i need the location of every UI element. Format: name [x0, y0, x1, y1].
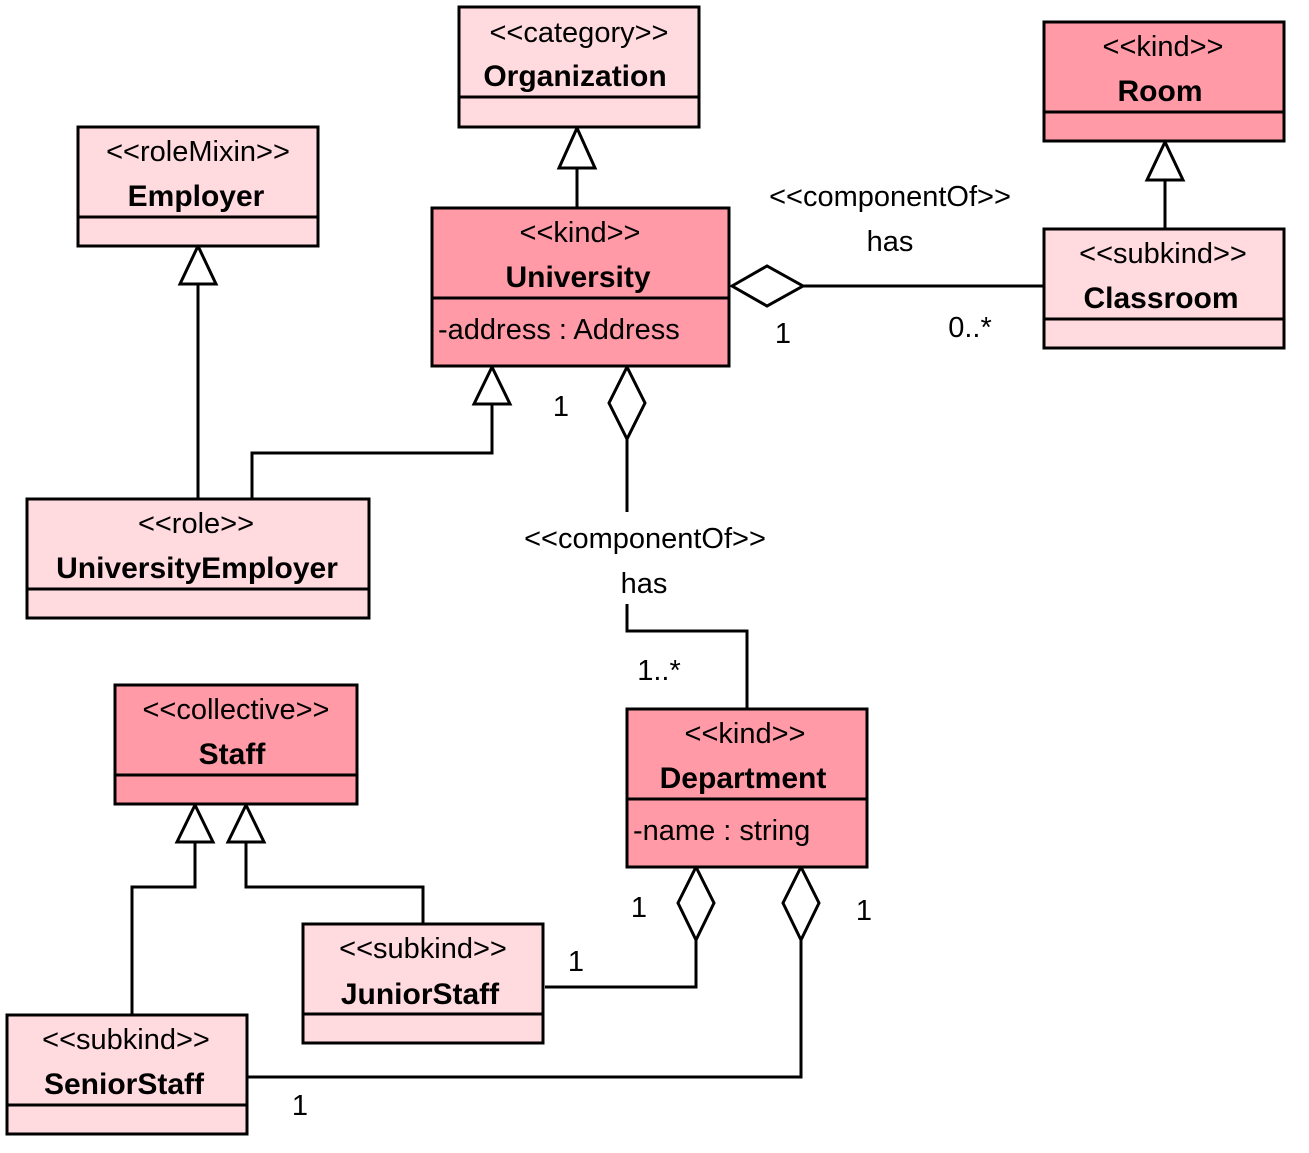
stereotype-label: <<kind>>	[1103, 31, 1224, 63]
generalization-arrowhead-university	[471, 363, 513, 406]
multiplicity-department-end: 1..*	[637, 655, 681, 687]
multiplicity-department-junior-end: 1	[631, 892, 647, 924]
class-name: JuniorStaff	[341, 978, 500, 1011]
multiplicity-university-dept-end: 1	[553, 391, 569, 423]
aggregation-diamond-department-junior	[676, 863, 716, 944]
class-university[interactable]: <<kind>> University -address : Address	[430, 206, 731, 368]
multiplicity-classroom-end: 0..*	[948, 312, 992, 344]
multiplicity-university-end: 1	[775, 318, 791, 350]
assoc-stereotype-university-classroom: <<componentOf>>	[769, 181, 1011, 213]
stereotype-label: <<subkind>>	[1079, 238, 1247, 270]
stereotype-label: <<category>>	[490, 17, 669, 49]
class-name: Room	[1118, 75, 1203, 108]
multiplicity-seniorstaff-end: 1	[292, 1090, 308, 1122]
generalization-arrowhead-room	[1144, 138, 1186, 182]
assoc-stereotype-university-department: <<componentOf>>	[524, 523, 766, 555]
stereotype-label: <<roleMixin>>	[106, 136, 290, 168]
stereotype-label: <<subkind>>	[42, 1024, 210, 1056]
generalization-arrowhead-staff-junior	[225, 801, 267, 844]
assoc-name-university-classroom: has	[867, 226, 914, 258]
generalization-seniorstaff-staff	[130, 842, 197, 1014]
assoc-name-university-department: has	[621, 568, 668, 600]
class-staff[interactable]: <<collective>> Staff	[113, 683, 359, 806]
stereotype-label: <<role>>	[138, 508, 254, 540]
attribute-address: -address : Address	[438, 314, 680, 346]
aggregation-department-juniorstaff	[545, 940, 698, 989]
class-universityemployer[interactable]: <<role>> UniversityEmployer	[25, 497, 371, 620]
class-classroom[interactable]: <<subkind>> Classroom	[1042, 227, 1286, 350]
stereotype-label: <<kind>>	[685, 718, 806, 750]
edges	[130, 124, 1186, 1079]
generalization-juniorstaff-staff	[244, 842, 425, 923]
class-organization[interactable]: <<category>> Organization	[457, 5, 701, 129]
aggregation-diamond-university-classroom	[728, 264, 807, 308]
generalization-arrowhead-organization	[556, 124, 598, 170]
generalization-arrowhead-staff-senior	[174, 801, 216, 844]
class-seniorstaff[interactable]: <<subkind>> SeniorStaff	[5, 1013, 249, 1136]
stereotype-label: <<kind>>	[520, 217, 641, 249]
stereotype-label: <<subkind>>	[339, 933, 507, 965]
attribute-name: -name : string	[633, 815, 810, 847]
aggregation-department-seniorstaff	[248, 940, 803, 1079]
generalization-universityemployer-university	[250, 404, 494, 498]
aggregation-university-department-lower	[625, 604, 749, 708]
aggregation-diamond-department-senior	[781, 863, 821, 944]
class-name: Staff	[199, 738, 267, 771]
class-name: Department	[660, 762, 827, 795]
class-name: University	[505, 261, 650, 294]
association-labels: <<componentOf>> has 1 0..* 1 <<component…	[292, 181, 1011, 1122]
class-name: UniversityEmployer	[56, 552, 338, 585]
class-name: Organization	[483, 60, 666, 93]
aggregation-diamond-university-department	[607, 363, 647, 443]
class-name: Employer	[128, 180, 265, 213]
class-juniorstaff[interactable]: <<subkind>> JuniorStaff	[301, 922, 545, 1045]
class-room[interactable]: <<kind>> Room	[1042, 20, 1286, 143]
multiplicity-department-senior-end: 1	[856, 895, 872, 927]
class-employer[interactable]: <<roleMixin>> Employer	[76, 125, 320, 248]
class-name: SeniorStaff	[44, 1068, 205, 1101]
class-name: Classroom	[1083, 282, 1238, 315]
multiplicity-juniorstaff-end: 1	[568, 946, 584, 978]
class-department[interactable]: <<kind>> Department -name : string	[625, 707, 869, 869]
generalization-arrowhead-employer	[177, 242, 219, 286]
stereotype-label: <<collective>>	[142, 694, 329, 726]
